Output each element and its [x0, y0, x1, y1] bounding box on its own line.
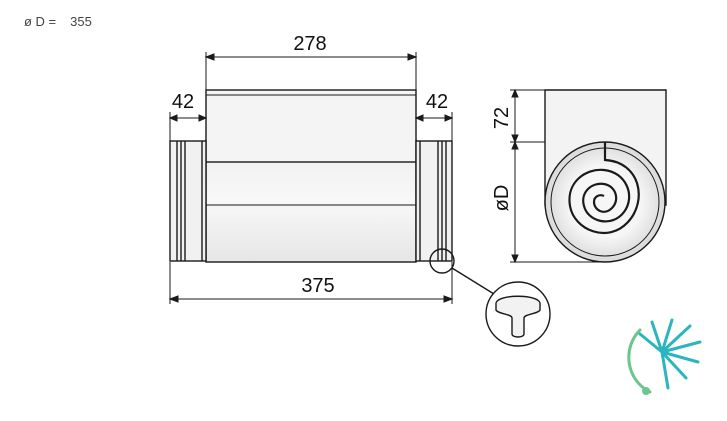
end-view: [544, 89, 667, 263]
dim-box-height: 72: [491, 107, 513, 129]
dim-diameter: øD: [491, 185, 513, 212]
diameter-readout: ø D = 355: [24, 14, 92, 29]
dim-body-length: 278: [293, 33, 326, 55]
dandelion-logo-icon: [627, 318, 702, 395]
heating-coil-spiral: [568, 142, 640, 234]
dim-left-spigot: 42: [172, 91, 194, 113]
dim-total-length: 375: [301, 275, 334, 297]
diameter-value: 355: [70, 14, 92, 29]
dimension-lines: [168, 52, 605, 304]
diameter-label: ø D =: [24, 14, 57, 29]
left-spigot: [169, 140, 207, 262]
side-view: [169, 89, 453, 263]
terminal-box: [205, 89, 417, 163]
dimension-texts: 278 42 42 375 72 øD: [172, 33, 513, 297]
dim-right-spigot: 42: [426, 91, 448, 113]
detail-marker: [429, 248, 455, 274]
detail-callout: [429, 248, 551, 347]
